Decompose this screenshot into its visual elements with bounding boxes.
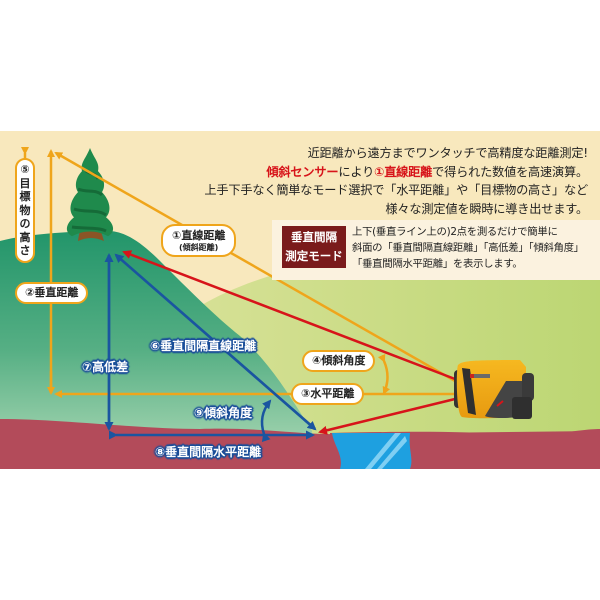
measurement-diagram: 近距離から遠方までワンタッチで高精度な距離測定! 傾斜センサーにより①直線距離で… <box>0 131 600 469</box>
label-target-height-char: 物 <box>19 203 31 217</box>
diagram-graphics <box>0 131 600 469</box>
label-line-distance-text: ①直線距離 <box>172 229 226 242</box>
label-target-height-char: 目 <box>19 176 31 190</box>
mode-badge-line-1: 垂直間隔 <box>291 230 337 244</box>
label-slope-angle: ⑨傾斜角度 <box>194 406 253 420</box>
mode-badge: 垂直間隔 測定モード <box>282 226 346 268</box>
mode-description-line-2: 斜面の「垂直間隔直線距離」「高低差」「傾斜角度」 <box>352 242 584 254</box>
line-distance-line <box>54 151 456 383</box>
label-vertical-distance: ②垂直距離 <box>15 282 89 304</box>
red-line-bottom <box>318 397 456 435</box>
label-tilt-angle-text: ④傾斜角度 <box>312 354 366 367</box>
label-line-distance-sub: (傾斜距離) <box>179 243 219 252</box>
slope-angle-arrow <box>260 399 272 443</box>
headline-line-2-end: で得られた数値を高速演算。 <box>432 164 588 179</box>
label-line-distance: ①直線距離 (傾斜距離) <box>161 224 237 257</box>
vertical-interval-line-down <box>115 254 317 431</box>
label-target-height-char: の <box>19 217 31 230</box>
label-target-height-char: 高 <box>19 230 31 244</box>
label-vertical-distance-text: ②垂直距離 <box>25 286 79 299</box>
headline-line-2: 傾斜センサーにより①直線距離で得られた数値を高速演算。 <box>204 163 588 182</box>
label-vertical-interval-horizontal-distance: ⑧垂直間隔水平距離 <box>155 445 262 459</box>
mode-badge-line-2: 測定モード <box>285 249 343 263</box>
label-target-height-char: 標 <box>19 190 31 203</box>
label-target-height-char: さ <box>19 244 31 257</box>
headline-line-4: 様々な測定値を瞬時に導き出せます。 <box>385 201 588 216</box>
tilt-angle-arrow <box>377 353 391 395</box>
label-target-height-char: ⑤ <box>20 163 30 176</box>
label-target-height: ⑤ 目 標 物 の 高 さ <box>15 158 35 263</box>
label-tilt-angle: ④傾斜角度 <box>302 350 376 372</box>
label-horizontal-distance-text: ③水平距離 <box>301 387 355 400</box>
tilt-sensor-highlight: 傾斜センサー <box>266 164 339 179</box>
vertical-interval-mode-panel: 垂直間隔 測定モード 上下(垂直ライン上の)2点を測るだけで簡単に 斜面の「垂直… <box>272 220 600 280</box>
headline-line-2-mid: により <box>338 164 375 179</box>
mode-description-line-3: 「垂直間隔水平距離」を表示します。 <box>352 258 523 270</box>
red-line-top <box>122 250 456 381</box>
headline-line-1: 近距離から遠方までワンタッチで高精度な距離測定! <box>307 146 589 160</box>
label-vertical-interval-line-distance: ⑥垂直間隔直線距離 <box>150 339 257 353</box>
label-horizontal-distance: ③水平距離 <box>291 383 365 405</box>
laser-rangefinder-illustration <box>454 360 534 419</box>
mode-description-line-1: 上下(垂直ライン上の)2点を測るだけで簡単に <box>352 226 558 238</box>
label-height-difference: ⑦高低差 <box>82 360 129 374</box>
line-distance-highlight: ①直線距離 <box>374 164 433 179</box>
headline-text: 近距離から遠方までワンタッチで高精度な距離測定! 傾斜センサーにより①直線距離で… <box>204 144 588 218</box>
mode-description: 上下(垂直ライン上の)2点を測るだけで簡単に 斜面の「垂直間隔直線距離」「高低差… <box>352 224 584 272</box>
headline-line-3: 上手下手なく簡単なモード選択で「水平距離」や「目標物の高さ」など <box>204 183 588 197</box>
